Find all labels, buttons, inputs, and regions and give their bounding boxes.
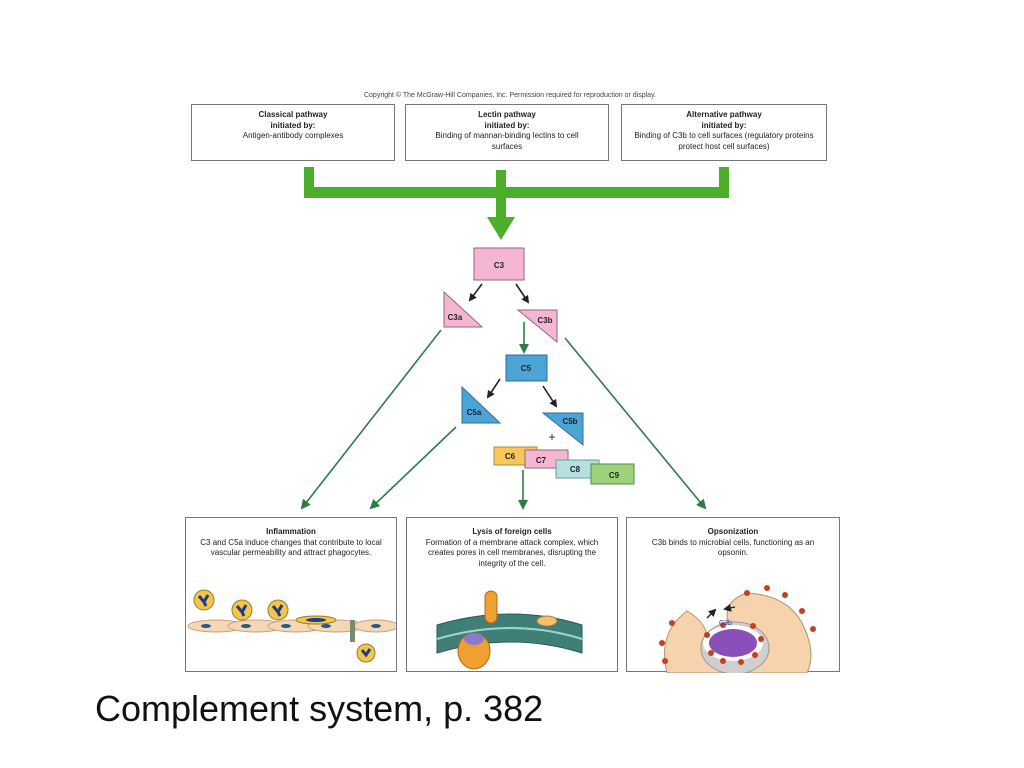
microbe	[709, 629, 757, 657]
opsonization-illustration: C3b	[659, 585, 816, 673]
endothelial-cells	[187, 619, 396, 633]
alternative-pathway-title: Alternative pathway	[686, 110, 762, 119]
c5-box	[505, 354, 548, 382]
lysis-title: Lysis of foreign cells	[472, 527, 552, 536]
c3b-molecules	[659, 585, 816, 665]
c3a-to-inflammation-arrow	[300, 329, 442, 510]
alternative-pathway-desc: Binding of C3b to cell surfaces (regulat…	[634, 131, 814, 151]
c3b-annotation: C3b	[719, 620, 732, 627]
lysis-box: Lysis of foreign cells Formation of a me…	[406, 517, 618, 672]
slide-caption: Complement system, p. 382	[95, 688, 544, 729]
lectin-pathway-subtitle: initiated by:	[484, 120, 530, 130]
copyright-notice: Copyright © The McGraw-Hill Companies, I…	[363, 92, 656, 99]
c9-label: C9	[609, 471, 620, 480]
c6-label: C6	[505, 452, 516, 461]
c3-label: C3	[494, 261, 505, 270]
c3b-to-opsonization-arrow	[564, 337, 707, 510]
c3b-fragment	[516, 309, 558, 344]
c8-label: C8	[570, 465, 581, 474]
c5a-label: C5a	[467, 408, 482, 417]
alternative-pathway-box: Alternative pathway initiated by: Bindin…	[621, 104, 827, 161]
inflammation-illustration	[187, 589, 396, 663]
c3b-label: C3b	[537, 316, 552, 325]
c5b-label: C5b	[562, 417, 577, 426]
lectin-pathway-desc: Binding of mannan-binding lectins to cel…	[435, 131, 579, 151]
c7-label: C7	[536, 456, 547, 465]
c5-to-c5a-arrow	[486, 378, 501, 399]
c3-to-c3a-arrow	[468, 283, 483, 302]
c3a-fragment	[443, 290, 484, 328]
inflammation-desc: C3 and C5a induce changes that contribut…	[200, 537, 382, 558]
c3a-label: C3a	[448, 313, 463, 322]
membrane-attack-complex-illustration	[436, 590, 583, 670]
c5b-fragment	[541, 412, 584, 447]
opsonization-title: Opsonization	[707, 527, 759, 536]
inflammation-box: Inflammation C3 and C5a induce changes t…	[185, 517, 397, 672]
phagocytes	[193, 589, 376, 663]
classical-pathway-subtitle: initiated by:	[270, 120, 316, 130]
lysis-desc: Formation of a membrane attack complex, …	[425, 537, 599, 568]
c3-to-c3b-arrow	[515, 283, 530, 304]
c5a-fragment	[461, 385, 502, 424]
lectin-pathway-box: Lectin pathway initiated by: Binding of …	[405, 104, 609, 161]
pathway-convergence-arrow	[304, 167, 729, 240]
classical-pathway-title: Classical pathway	[258, 110, 328, 119]
c5-to-c5b-arrow	[542, 385, 558, 408]
inflammation-title: Inflammation	[266, 527, 316, 536]
c9-box	[590, 463, 635, 485]
classical-pathway-box: Classical pathway initiated by: Antigen-…	[191, 104, 395, 161]
opsonization-desc: C3b binds to microbial cells, functionin…	[651, 537, 815, 558]
c5-label: C5	[521, 364, 532, 373]
classical-pathway-desc: Antigen-antibody complexes	[242, 131, 344, 140]
lectin-pathway-title: Lectin pathway	[478, 110, 536, 119]
c5a-to-inflammation-arrow	[369, 426, 457, 510]
mac-component	[484, 590, 498, 624]
c3-box	[473, 247, 525, 281]
opsonization-box: Opsonization C3b binds to microbial cell…	[626, 517, 840, 673]
plus-sign: +	[548, 430, 555, 444]
alternative-pathway-subtitle: initiated by:	[701, 120, 747, 130]
